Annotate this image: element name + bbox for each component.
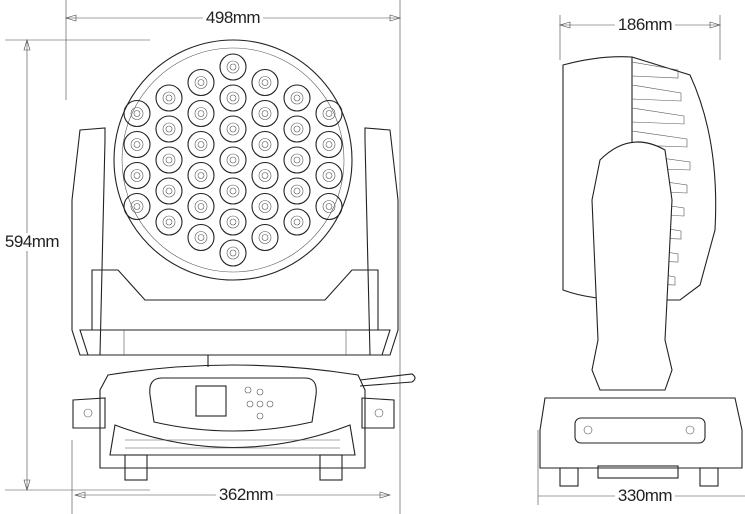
heatsink-fin [631,84,682,102]
led [251,192,279,221]
side-view [539,56,743,487]
front-head [113,39,353,281]
led [219,208,247,236]
led [251,130,279,159]
led [219,53,247,81]
base-depth-dimension-label: 330mm [614,487,676,505]
led [283,115,311,143]
led [123,161,151,190]
led [315,161,343,190]
led [187,192,215,221]
led [315,99,343,128]
led [219,239,247,267]
led [155,84,183,112]
led [155,177,183,205]
led [155,115,183,143]
led [315,130,343,159]
led [251,68,279,97]
front-base [72,355,416,481]
base-width-dimension-label: 362mm [215,486,277,504]
led [315,192,343,221]
led [123,192,151,221]
front-yoke [71,127,399,356]
led [219,115,247,143]
led [187,161,215,190]
led [251,161,279,190]
width-dimension-label: 498mm [202,9,264,27]
led [123,99,151,128]
depth-dimension-label: 186mm [614,16,676,34]
height-dimension-label: 594mm [1,233,63,251]
led [187,223,215,252]
led [155,146,183,174]
led [187,130,215,159]
led [283,84,311,112]
led [187,68,215,97]
led-array [123,53,343,267]
led [219,84,247,112]
heatsink-fin [631,107,685,125]
dimension-lines [5,0,745,514]
led [251,223,279,252]
led [219,177,247,205]
led [283,177,311,205]
led [283,146,311,174]
led [123,130,151,159]
led [251,99,279,128]
led [283,208,311,236]
heatsink-fin [631,61,679,79]
led [219,146,247,174]
led [187,99,215,128]
led [155,208,183,236]
heatsink-fin [631,130,688,148]
